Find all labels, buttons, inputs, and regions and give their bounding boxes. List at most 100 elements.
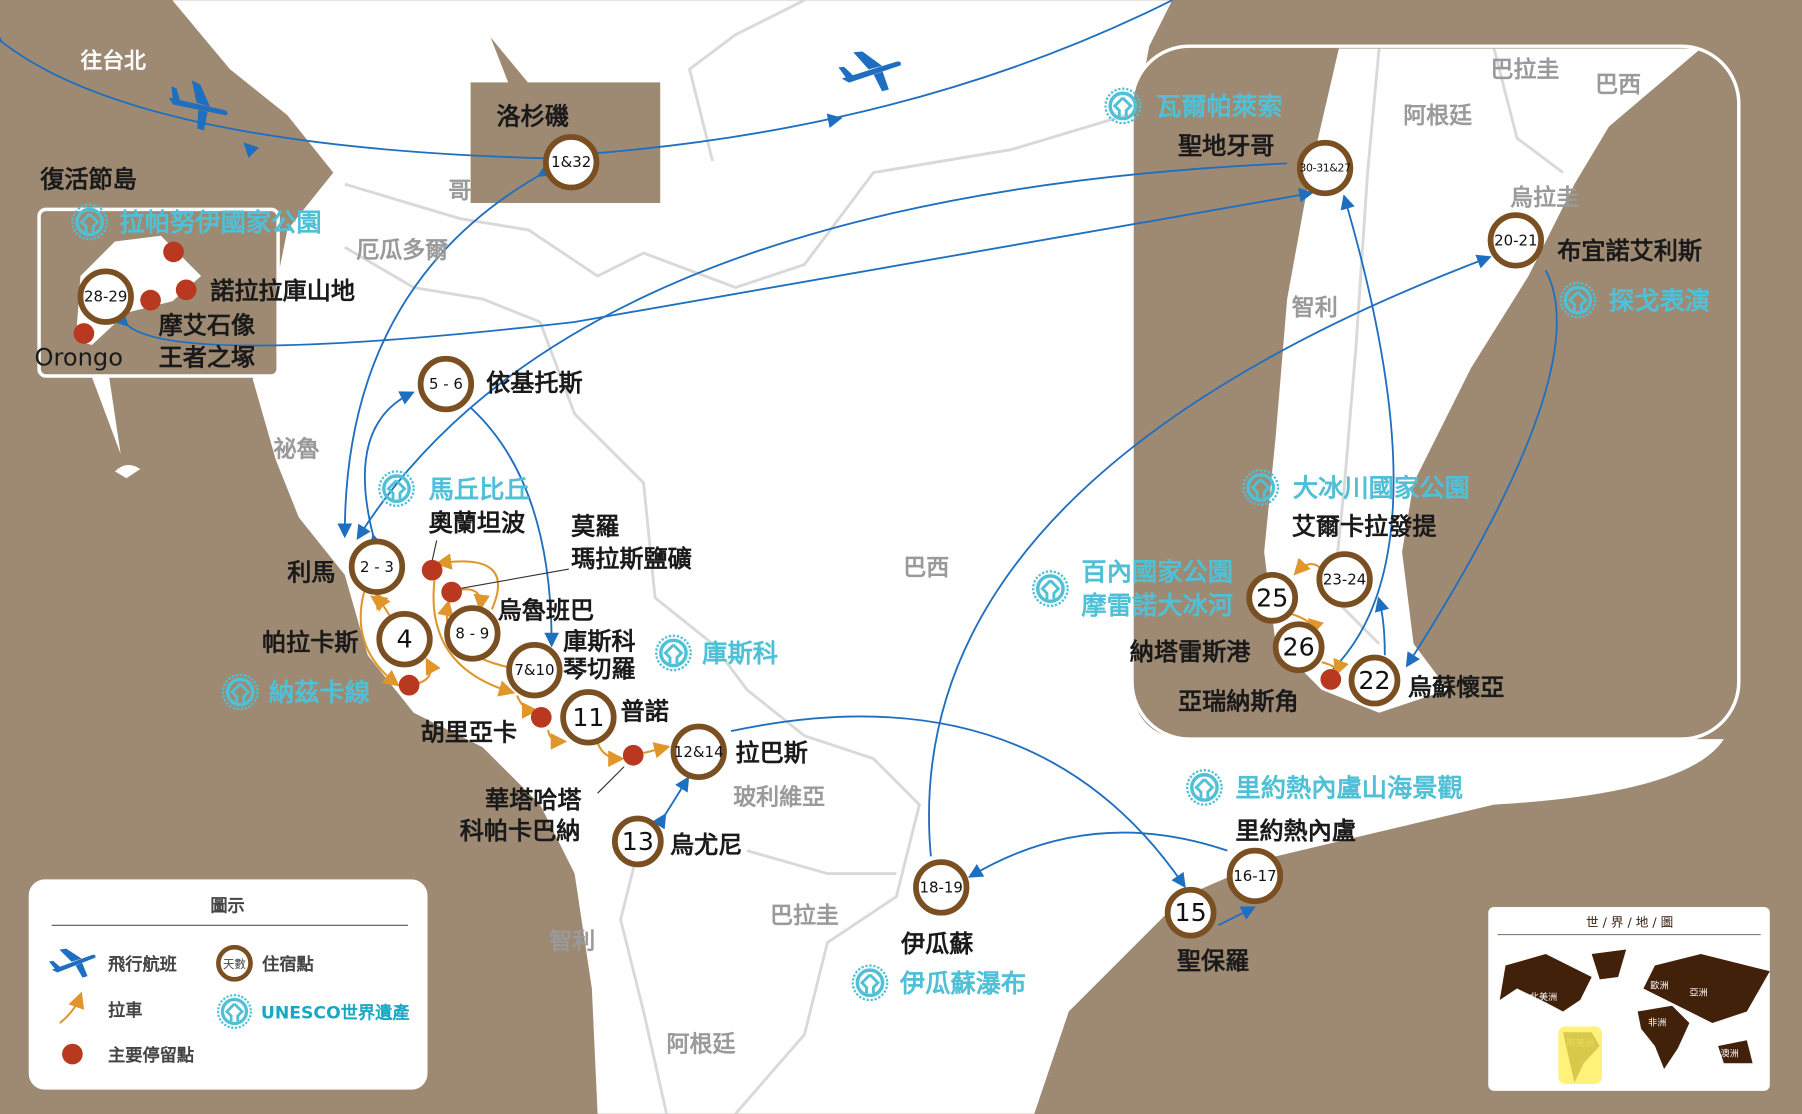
place-label: 普諾 [621,698,669,726]
country-label: 巴拉圭 [1491,56,1560,83]
country-label: 智利 [549,927,595,954]
stay-days: 18-19 [920,878,963,896]
place-label: 聖地牙哥 [1178,132,1275,160]
country-label: 巴拉圭 [770,902,839,929]
stay-marker[interactable]: 5 - 6 [417,355,475,413]
stay-days: 25 [1256,583,1288,612]
unesco-label: 百內國家公園 [1081,558,1233,587]
stay-days: 16-17 [1233,867,1276,885]
stop-dot [441,581,462,603]
place-label: 琴切羅 [563,655,635,683]
stop-dot-icon [62,1043,83,1065]
stay-days: 22 [1358,666,1390,695]
legend-unesco-label: UNESCO世界遺產 [261,1002,410,1023]
legend-stay-label: 住宿點 [262,954,314,975]
unesco-label: 大冰川國家公園 [1293,474,1470,503]
stay-icon [216,944,253,982]
stay-marker[interactable]: 30-31&27 [1296,139,1354,197]
stay-days: 15 [1175,898,1207,927]
continent-label: 北美洲 [1530,991,1558,1003]
continent-label: 澳洲 [1720,1047,1738,1059]
stay-marker[interactable]: 15 [1164,886,1217,939]
place-label: 亞瑞納斯角 [1178,687,1299,715]
place-label: 帕拉卡斯 [262,629,359,657]
stop-dot [622,744,644,766]
stay-days: 7&10 [514,661,554,679]
place-label: 聖保羅 [1177,947,1249,975]
country-label: 厄瓜多爾 [356,237,448,264]
stay-marker[interactable]: 25 [1246,571,1299,624]
stay-marker[interactable]: 22 [1348,654,1401,707]
stay-days: 4 [396,625,412,654]
place-label: 奧蘭坦波 [429,509,526,537]
stay-days: 11 [572,703,604,732]
place-label: 依基托斯 [486,369,583,397]
legend-flight-label: 飛行航班 [108,954,177,975]
country-label: 阿根廷 [1403,103,1473,129]
stay-marker[interactable]: 11 [560,689,617,746]
stop-dot [73,323,95,344]
continent-label: 亞洲 [1689,987,1707,998]
place-label: 諾拉拉庫山地 [210,277,355,305]
unesco-label: 摩雷諾大冰河 [1081,591,1233,620]
country-label: 阿根廷 [667,1032,737,1058]
stay-marker[interactable]: 12&14 [670,723,727,780]
stay-marker[interactable]: 16-17 [1226,847,1284,905]
place-label: 科帕卡巴納 [460,817,581,845]
stay-days: 28-29 [84,288,127,306]
stay-marker[interactable]: 7&10 [506,642,563,699]
stay-marker[interactable]: 18-19 [913,859,970,916]
unesco-label: 納茲卡線 [269,678,371,707]
unesco-label: 庫斯科 [702,639,778,668]
unesco-label: 拉帕努伊國家公園 [120,208,322,237]
stay-days: 20-21 [1494,231,1537,249]
stay-days: 8 - 9 [455,624,489,642]
place-label: 復活節島 [39,166,137,194]
place-label: 伊瓜蘇 [900,930,974,958]
stay-marker[interactable]: 20-21 [1487,212,1544,269]
place-label: 莫羅 [571,513,619,541]
stop-dot [530,706,552,728]
stay-marker[interactable]: 23-24 [1316,551,1373,608]
place-label: 瑪拉斯鹽礦 [571,545,692,573]
stay-marker[interactable]: 26 [1272,621,1325,674]
stay-marker[interactable]: 4 [376,611,433,668]
flight-label: 往洛杉磯 [922,37,1009,63]
world-map-inset: 世 / 界 / 地 / 圖 北美洲 南美洲 歐洲 亞洲 非洲 澳洲 [1488,906,1770,1091]
flight-label: 往台北 [80,48,146,74]
stop-dot [175,279,197,301]
place-label: 烏蘇懷亞 [1408,673,1505,701]
place-label: 摩艾石像 [159,311,256,339]
legend: 圖示 飛行航班 拉車 主要停留點 天數 住宿點 UNESCO世界遺產 [28,879,428,1090]
stay-marker[interactable]: 1&32 [543,134,600,191]
stay-marker[interactable]: 28-29 [77,268,134,325]
stay-marker[interactable]: 8 - 9 [444,605,501,662]
stay-days: 5 - 6 [429,375,463,393]
continent-label: 歐洲 [1650,980,1668,992]
unesco-label: 馬丘比丘 [429,475,530,504]
place-label: 胡里亞卡 [421,718,518,746]
stop-dot [1320,669,1342,690]
place-label: 里約熱內盧 [1235,817,1356,845]
world-map-title: 世 / 界 / 地 / 圖 [1586,914,1673,929]
place-label: 納塔雷斯港 [1130,638,1252,666]
place-label: 洛杉磯 [496,102,568,130]
country-label: 祕魯 [274,435,320,462]
place-label: Orongo [34,344,123,372]
leader-lines [431,540,625,794]
stay-marker[interactable]: 13 [611,815,664,868]
stay-days: 2 - 3 [360,558,394,576]
legend-stop-label: 主要停留點 [108,1045,194,1066]
unesco-label: 探戈表演 [1609,286,1710,315]
stay-icon-label: 天數 [223,957,246,971]
country-label: 玻利維亞 [733,784,825,811]
place-label: 王者之塚 [159,344,256,372]
stay-days: 30-31&27 [1299,161,1350,174]
place-label: 烏魯班巴 [498,596,595,624]
unesco-label: 伊瓜蘇瀑布 [899,969,1026,998]
place-label: 庫斯科 [563,628,635,656]
place-label: 拉巴斯 [736,739,808,767]
stay-marker[interactable]: 2 - 3 [348,538,406,595]
country-label: 智利 [1292,294,1338,321]
